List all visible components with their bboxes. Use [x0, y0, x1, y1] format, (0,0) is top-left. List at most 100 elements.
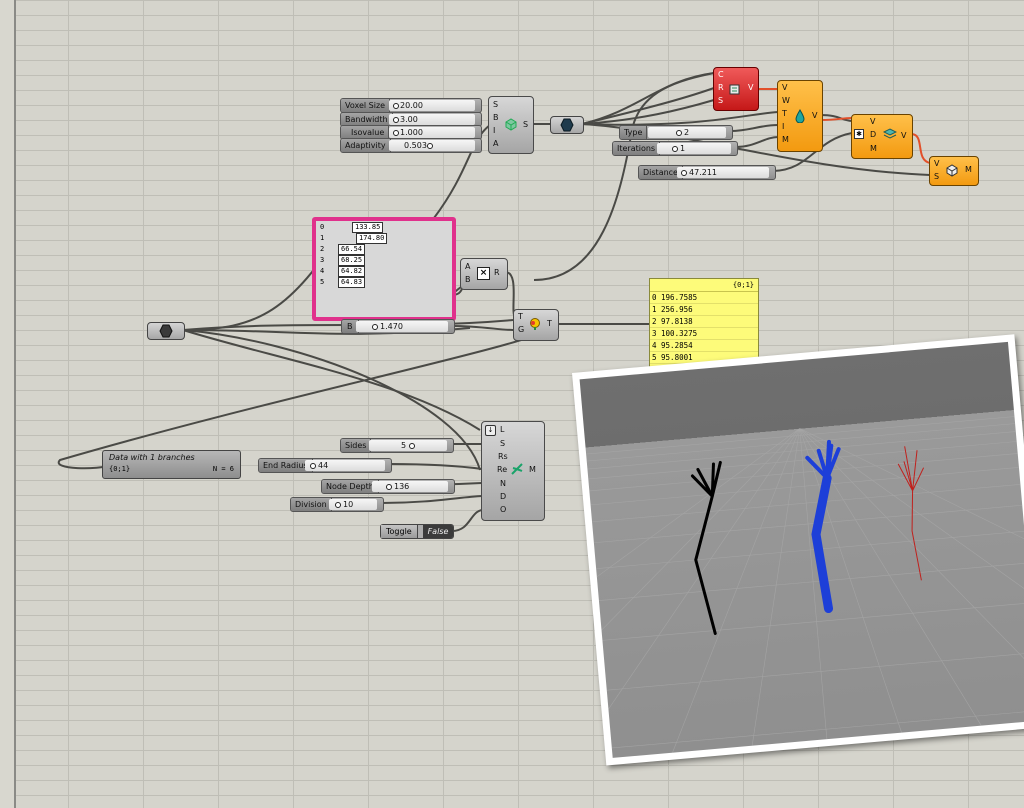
slider-value: 0.503 — [404, 141, 427, 150]
slider-knob[interactable] — [310, 463, 316, 469]
wire — [581, 111, 779, 126]
wire — [819, 114, 853, 122]
distance-slider[interactable]: Distance 47.211 — [638, 165, 776, 180]
slider-knob[interactable] — [393, 117, 399, 123]
layer-mesh-component[interactable]: V D M ✱ V — [851, 114, 913, 159]
input-port-c[interactable]: C — [718, 70, 724, 79]
input-port-rs[interactable]: Rs — [498, 452, 508, 461]
smooth-mesh-component[interactable]: V W T I M V — [777, 80, 823, 152]
slider-track[interactable] — [389, 100, 475, 111]
input-port-r[interactable]: R — [718, 83, 724, 92]
output-port-r[interactable]: R — [494, 268, 500, 277]
input-port-s[interactable]: S — [493, 100, 499, 109]
input-port-v[interactable]: V — [782, 83, 788, 92]
slider-track[interactable] — [305, 460, 385, 471]
node-depth-slider[interactable]: Node Depth 136 — [321, 479, 455, 494]
slider-knob[interactable] — [681, 170, 687, 176]
input-port-d[interactable]: D — [870, 130, 877, 139]
toggle-value[interactable]: False — [423, 525, 453, 538]
slider-knob[interactable] — [427, 143, 433, 149]
voxelize-component[interactable]: S B I A S — [488, 96, 534, 154]
boolean-toggle[interactable]: Toggle False — [380, 524, 454, 539]
input-port-s[interactable]: S — [934, 172, 940, 181]
slider-value: 47.211 — [689, 168, 717, 177]
data-viewer-panel[interactable]: Data with 1 branches {0;1} N = 6 — [102, 450, 241, 479]
input-port-m[interactable]: M — [870, 144, 877, 153]
slider-track[interactable] — [389, 114, 475, 125]
adaptivity-slider[interactable]: Adaptivity 0.503 — [340, 138, 482, 153]
input-port-s[interactable]: S — [718, 96, 724, 105]
bandwidth-slider[interactable]: Bandwidth 3.00 — [340, 112, 482, 127]
output-port-m[interactable]: M — [529, 465, 536, 474]
row-index: 2 — [652, 317, 657, 326]
input-port-a[interactable]: A — [465, 262, 471, 271]
type-slider[interactable]: Type 2 — [619, 125, 733, 140]
output-port-v[interactable]: V — [901, 131, 907, 140]
mesh-output-component[interactable]: V S M — [929, 156, 979, 186]
slider-track[interactable] — [372, 481, 448, 492]
input-port-t[interactable]: T — [782, 109, 787, 118]
list-value-panel[interactable]: 0 133.85 1 174.80 2 66.54 3 68.25 4 64.8… — [312, 217, 456, 321]
output-port-m[interactable]: M — [965, 165, 972, 174]
isovalue-slider[interactable]: Isovalue 1.000 — [340, 125, 482, 140]
mesh-param-component[interactable] — [550, 116, 584, 134]
end-radius-slider[interactable]: End Radius 44 — [258, 458, 392, 473]
iterations-slider[interactable]: Iterations 1 — [612, 141, 738, 156]
slider-knob[interactable] — [672, 146, 678, 152]
input-port-i[interactable]: I — [493, 126, 496, 135]
slider-label: Division — [291, 498, 332, 511]
output-port-s[interactable]: S — [523, 120, 529, 129]
curve-param-component[interactable] — [147, 322, 185, 340]
input-port-w[interactable]: W — [782, 96, 790, 105]
input-port-l[interactable]: L — [500, 425, 505, 434]
slider-knob[interactable] — [335, 502, 341, 508]
b-slider[interactable]: B 1.470 — [341, 319, 455, 334]
tween-component[interactable]: T G T — [513, 309, 559, 341]
multipipe-component[interactable]: ↓ L S Rs Re N D O M — [481, 421, 545, 521]
panel-row: 1 256.956 — [650, 304, 758, 316]
input-port-d[interactable]: D — [500, 492, 507, 501]
input-port-b[interactable]: B — [493, 113, 499, 122]
slider-track[interactable] — [677, 167, 769, 178]
sides-slider[interactable]: Sides 5 — [340, 438, 454, 453]
pipe-cross-icon — [511, 463, 523, 475]
slider-knob[interactable] — [676, 130, 682, 136]
input-port-t[interactable]: T — [518, 312, 523, 321]
multiply-component[interactable]: A B × R — [460, 258, 508, 290]
input-port-s[interactable]: S — [500, 439, 506, 448]
flag-icon: ✱ — [854, 129, 864, 139]
slider-knob[interactable] — [409, 443, 415, 449]
voxel-size-slider[interactable]: Voxel Size 20.00 — [340, 98, 482, 113]
output-panel[interactable]: {0;1} 0 196.7585 1 256.956 2 97.8138 3 1… — [649, 278, 759, 372]
slider-track[interactable] — [657, 143, 731, 154]
input-port-n[interactable]: N — [500, 479, 506, 488]
slider-knob[interactable] — [372, 324, 378, 330]
input-port-i[interactable]: I — [782, 122, 785, 131]
slider-track[interactable] — [356, 321, 448, 332]
input-port-a[interactable]: A — [493, 139, 499, 148]
input-port-o[interactable]: O — [500, 505, 507, 514]
output-port-v[interactable]: V — [812, 111, 818, 120]
input-port-v[interactable]: V — [870, 117, 876, 126]
output-port-t[interactable]: T — [547, 319, 552, 328]
input-port-v[interactable]: V — [934, 159, 940, 168]
slider-track[interactable] — [389, 127, 475, 138]
black-tree-icon — [690, 460, 722, 636]
division-slider[interactable]: Division 10 — [290, 497, 384, 512]
slider-track[interactable] — [329, 499, 377, 510]
slider-knob[interactable] — [386, 484, 392, 490]
input-port-b[interactable]: B — [465, 275, 471, 284]
input-port-re[interactable]: Re — [497, 465, 508, 474]
slider-knob[interactable] — [393, 130, 399, 136]
hexagon-icon — [159, 324, 173, 338]
slider-track[interactable] — [369, 440, 447, 451]
slider-knob[interactable] — [393, 103, 399, 109]
list-flag-icon: ↓ — [485, 425, 496, 436]
red-render-component[interactable]: C R S V — [713, 67, 759, 111]
input-port-m[interactable]: M — [782, 135, 789, 144]
viewport-3d — [579, 341, 1024, 758]
slider-track[interactable] — [648, 127, 726, 138]
water-drop-icon — [795, 109, 805, 123]
input-port-g[interactable]: G — [518, 325, 525, 334]
output-port-v[interactable]: V — [748, 83, 754, 92]
